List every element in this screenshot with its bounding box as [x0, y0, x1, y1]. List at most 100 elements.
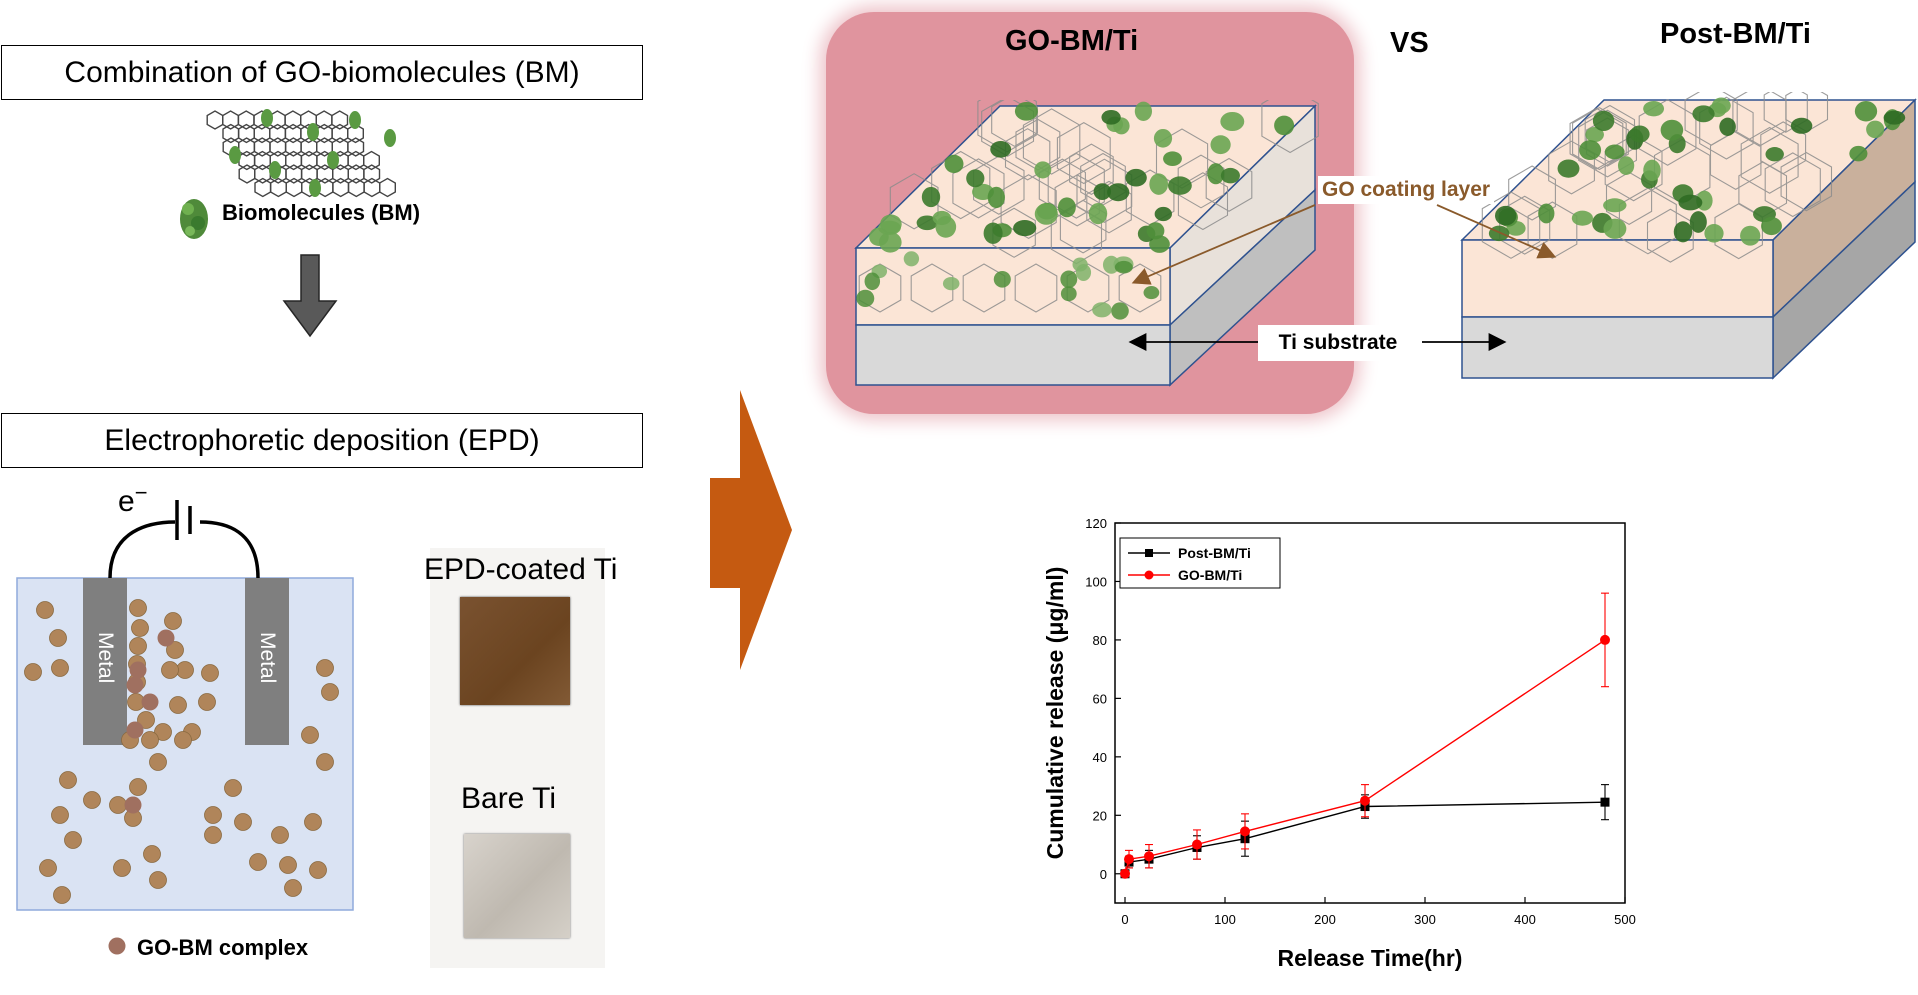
- go-hexagon: [952, 158, 1005, 219]
- down-arrow-icon: [282, 254, 338, 338]
- y-tick-label: 20: [1093, 808, 1107, 823]
- biomolecule-blob: [1643, 159, 1661, 182]
- go-bm-particle: [39, 859, 57, 877]
- y-tick-label: 80: [1093, 633, 1107, 648]
- biomolecule-blob: [1154, 206, 1172, 222]
- go-hexagon: [1740, 126, 1799, 194]
- go-bm-particle: [316, 659, 334, 677]
- circuit-wire: [108, 520, 260, 579]
- epd-cell-diagram: [16, 500, 354, 911]
- go-hexagon: [931, 150, 991, 220]
- biomolecule-blob: [1761, 216, 1782, 236]
- go-bm-ti-block: [854, 100, 1319, 387]
- biomolecule-blob: [1538, 203, 1555, 224]
- complex-legend-marker: [108, 937, 126, 955]
- go-hexagon: [1014, 263, 1058, 313]
- biomolecule-blob: [942, 276, 960, 291]
- x-tick-label: 400: [1514, 912, 1536, 927]
- biomolecule-blob: [1093, 183, 1112, 200]
- go-bm-particle: [321, 683, 339, 701]
- go-bm-particle: [176, 661, 194, 679]
- biomolecule-blob: [990, 140, 1012, 158]
- biomolecule-blob: [983, 222, 1003, 244]
- go-bm-particle: [164, 612, 182, 630]
- go-bm-particle: [129, 637, 147, 655]
- go-hexagon: [1022, 108, 1081, 175]
- graphene-hexagon: [363, 164, 381, 184]
- electrode-right-label: Metal: [256, 632, 279, 684]
- go-bm-particle: [309, 861, 327, 879]
- biomolecule-blob: [309, 179, 321, 197]
- go-bm-particle: [301, 726, 319, 744]
- go-bm-particle: [161, 661, 179, 679]
- graphene-hexagon: [331, 110, 349, 130]
- biomolecule-blob: [1072, 257, 1088, 272]
- go-biomolecule-step-label: Combination of GO-biomolecules (BM): [64, 55, 580, 89]
- graphene-hexagon: [379, 177, 396, 198]
- go-hexagon: [1508, 165, 1556, 221]
- biomolecule-blob: [1719, 117, 1736, 136]
- biomolecule-blob: [1678, 194, 1703, 211]
- biomolecule-blob: [1643, 101, 1665, 117]
- biomolecule-blob: [1849, 145, 1868, 162]
- go-bm-particle: [137, 711, 155, 729]
- biomolecule-blob: [1790, 117, 1813, 134]
- go-bm-particle: [143, 845, 161, 863]
- biomolecule-blob: [307, 123, 319, 141]
- y-tick-label: 0: [1100, 867, 1107, 882]
- biomolecule-blob: [1114, 260, 1133, 274]
- biomolecule-icon: [180, 199, 208, 239]
- go-bm-particle-deposited: [141, 693, 159, 711]
- graphene-sheet-illustration: [206, 109, 396, 198]
- go-hexagon: [858, 263, 902, 313]
- x-tick-label: 300: [1414, 912, 1436, 927]
- x-tick-label: 0: [1121, 912, 1128, 927]
- go-bm-particle: [64, 831, 82, 849]
- go-hexagon: [991, 100, 1038, 147]
- go-bm-particle: [109, 796, 127, 814]
- go-bm-particle: [201, 664, 219, 682]
- go-bm-particle: [24, 663, 42, 681]
- post-bm-title: Post-BM/Ti: [1660, 18, 1811, 50]
- biomolecule-blob: [944, 154, 964, 174]
- substrate-front: [855, 324, 1171, 386]
- data-point: [1360, 795, 1370, 806]
- go-bm-particle: [36, 601, 54, 619]
- go-biomolecule-step-box: Combination of GO-biomolecules (BM): [1, 45, 643, 100]
- biomolecule-blob: [1107, 183, 1130, 202]
- coating-pointer-left: [1131, 204, 1316, 285]
- go-hexagon: [1764, 152, 1821, 218]
- graphene-hexagon: [347, 123, 364, 144]
- go-bm-particle: [49, 629, 67, 647]
- biomolecule-label: Biomolecules (BM): [222, 200, 421, 225]
- go-bm-particle: [279, 856, 297, 874]
- biomolecule-blob: [856, 289, 875, 308]
- go-hexagon: [1763, 92, 1808, 133]
- data-point: [1600, 634, 1610, 645]
- go-bm-particle: [129, 778, 147, 796]
- plot-frame: [1114, 522, 1626, 904]
- data-point: [1192, 839, 1202, 850]
- go-bm-particle-deposited: [126, 676, 144, 694]
- biomolecule-blob: [1220, 111, 1245, 132]
- go-hexagon: [889, 173, 939, 230]
- go-bm-particle-deposited: [157, 629, 175, 647]
- electrode-left-label: Metal: [94, 632, 117, 684]
- data-point: [1240, 826, 1250, 837]
- biomolecule-blob: [1149, 173, 1169, 195]
- epd-coated-ti-sample: [460, 597, 570, 705]
- biomolecule-blob: [921, 186, 941, 208]
- go-bm-particle: [249, 853, 267, 871]
- go-bm-particle: [113, 859, 131, 877]
- electrode-left: [83, 578, 127, 745]
- go-bm-particle: [204, 826, 222, 844]
- complex-legend-label: GO-BM complex: [137, 935, 309, 960]
- biomolecule-blob: [1163, 151, 1182, 167]
- biomolecule-blob: [349, 111, 361, 129]
- graphene-hexagon: [347, 137, 365, 157]
- go-bm-particle: [59, 771, 77, 789]
- biomolecule-blob: [1854, 100, 1878, 122]
- biomolecule-blob: [1207, 163, 1225, 185]
- biomolecule-blob: [1629, 125, 1650, 143]
- biomolecule-blob: [1274, 115, 1295, 136]
